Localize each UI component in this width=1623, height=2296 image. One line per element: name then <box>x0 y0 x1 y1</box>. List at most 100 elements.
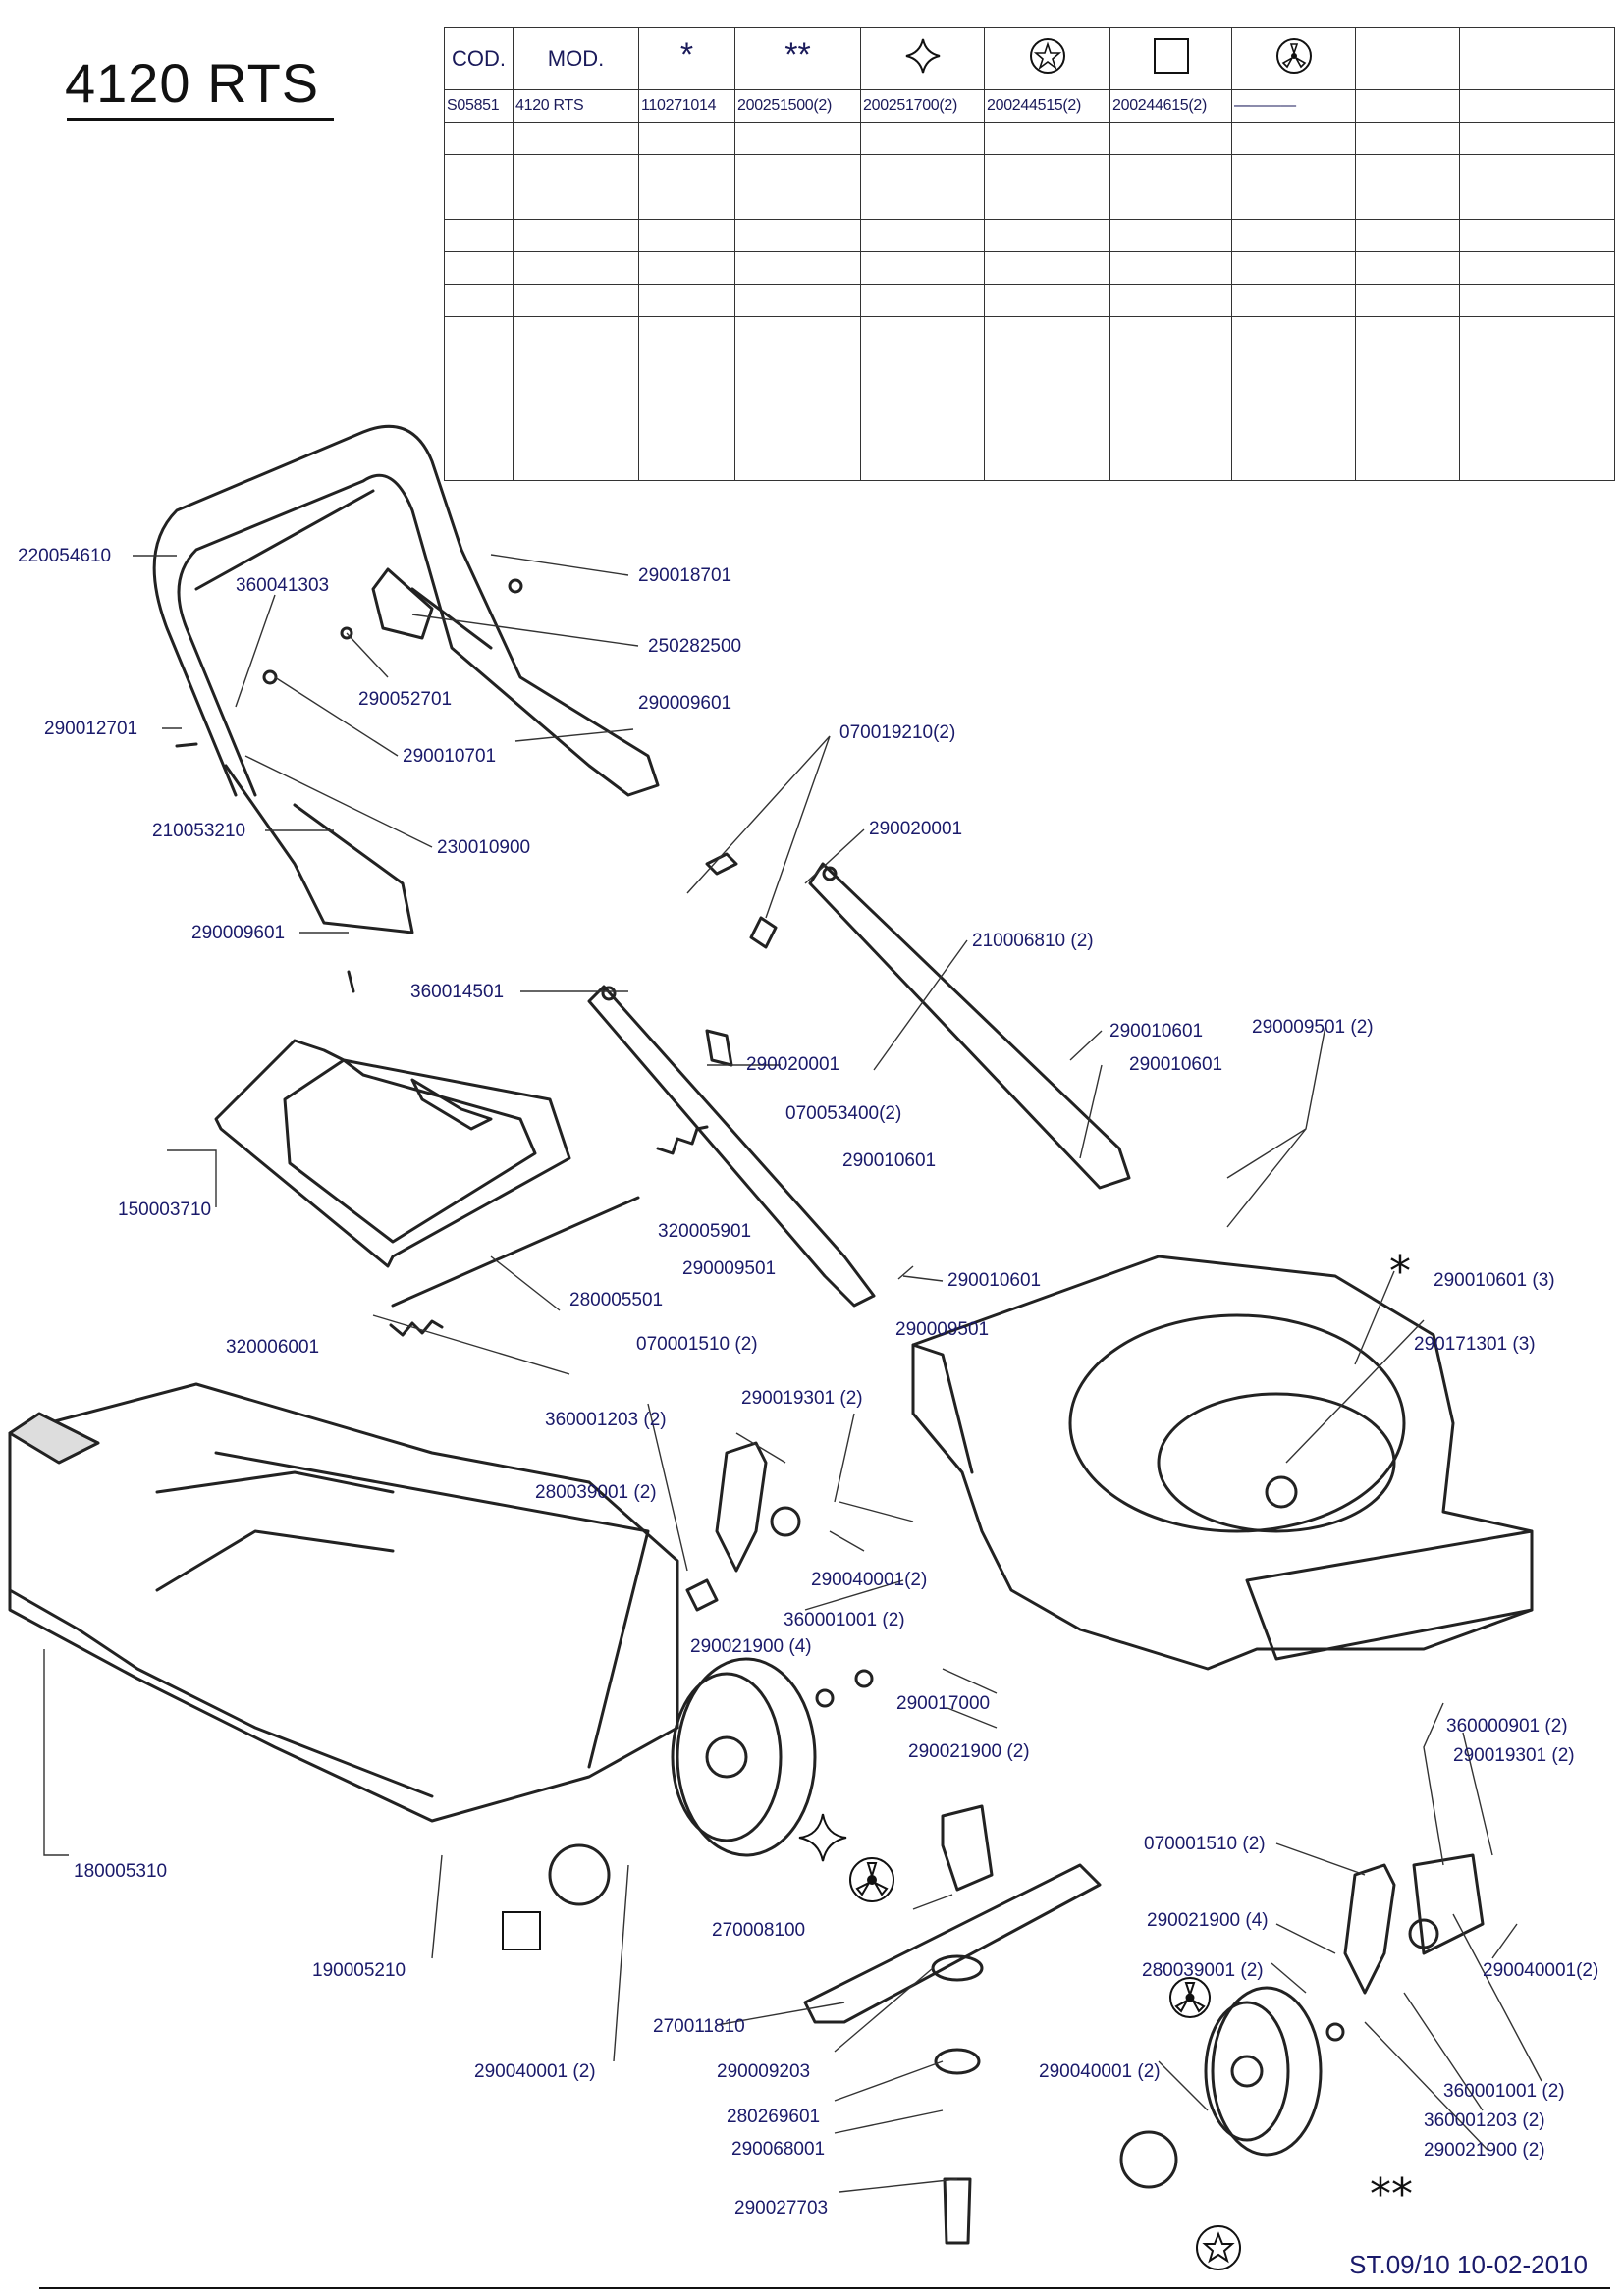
header-cod: COD. <box>444 27 514 90</box>
part-label: 150003710 <box>118 1200 211 1220</box>
part-label: 360000901 (2) <box>1446 1716 1568 1736</box>
page-title: 4120 RTS <box>65 52 320 114</box>
part-label: 290027703 <box>734 2198 828 2218</box>
part-label: 290010601 <box>1109 1021 1203 1041</box>
blade-adapter <box>941 1804 994 1892</box>
part-label: 250282500 <box>648 636 741 657</box>
part-label: 290010701 <box>403 746 496 767</box>
part-label: 290009501 <box>895 1319 989 1340</box>
part-label: 290040001 (2) <box>1039 2061 1161 2082</box>
table-row: S05851 4120 RTS 110271014 200251500(2) 2… <box>444 88 1615 123</box>
table-row <box>444 315 1615 482</box>
part-label: 070053400(2) <box>785 1103 901 1124</box>
table-row <box>444 121 1615 155</box>
star-knob <box>749 916 778 949</box>
table-row <box>444 283 1615 317</box>
double-star-marker: ** <box>1370 2169 1413 2219</box>
blade <box>803 1804 1102 2245</box>
mower-deck <box>911 1255 1534 1671</box>
cell-single-star: 110271014 <box>638 88 735 123</box>
part-label: 290009501 <box>682 1258 776 1279</box>
footer-code: ST.09/10 10-02-2010 <box>1349 2250 1588 2279</box>
circled-tri-icon <box>1169 1977 1211 2018</box>
circled-star-icon <box>984 27 1110 90</box>
title-underline <box>67 118 334 121</box>
footer-rule <box>39 2287 1610 2289</box>
part-label: 070019210(2) <box>839 722 955 743</box>
part-label: 290018701 <box>638 565 731 586</box>
grass-bag <box>8 1382 679 1823</box>
part-labels: 220054610 360041303 290018701 250282500 … <box>18 546 1598 2218</box>
part-label: 360001001 (2) <box>1443 2081 1565 2102</box>
cell-double-star: 200251500(2) <box>734 88 861 123</box>
part-label: 270008100 <box>712 1920 805 1941</box>
part-label: 280269601 <box>727 2107 820 2127</box>
part-label: 290010601 (3) <box>1434 1270 1555 1291</box>
part-label: 070001510 (2) <box>636 1334 758 1355</box>
cell-empty-1 <box>1355 88 1460 123</box>
part-label: 290012701 <box>44 719 137 739</box>
part-label: 320006001 <box>226 1337 319 1358</box>
part-label: 290021900 (4) <box>1147 1910 1269 1931</box>
part-label: 070001510 (2) <box>1144 1834 1266 1854</box>
hub-cap-right <box>1119 2130 1178 2189</box>
part-label: 220054610 <box>18 546 111 566</box>
single-star-marker: * <box>1389 1247 1411 1297</box>
part-label: 290020001 <box>869 819 962 839</box>
handle-lower <box>587 862 1131 1308</box>
header-single-star: * <box>638 27 735 90</box>
part-label: 290017000 <box>896 1693 990 1714</box>
part-label: 290009601 <box>191 923 285 943</box>
circled-tri-icon <box>849 1857 894 1902</box>
part-label: 230010900 <box>437 837 530 858</box>
part-label: 290009601 <box>638 693 731 714</box>
part-label: 360014501 <box>410 982 504 1002</box>
part-label: 270011810 <box>653 2016 745 2037</box>
part-label: 290040001 (2) <box>474 2061 596 2082</box>
circled-star-icon <box>1196 2225 1241 2270</box>
cell-cod: S05851 <box>444 88 514 123</box>
part-label: 280039001 (2) <box>535 1482 657 1503</box>
part-label: 280005501 <box>569 1290 663 1310</box>
part-label: 320005901 <box>658 1221 751 1242</box>
handle-upper <box>152 424 660 934</box>
part-label: 290009501 (2) <box>1252 1017 1374 1038</box>
cell-diamond-star: 200251700(2) <box>860 88 985 123</box>
part-label: 210053210 <box>152 821 245 841</box>
cell-square: 200244615(2) <box>1109 88 1232 123</box>
part-label: 290021900 (2) <box>1424 2140 1545 2161</box>
part-label: 290019301 (2) <box>1453 1745 1575 1766</box>
part-label: 290009203 <box>717 2061 810 2082</box>
square-icon <box>502 1911 541 1950</box>
table-row <box>444 250 1615 285</box>
part-label: 180005310 <box>74 1861 167 1882</box>
square-icon <box>1109 27 1232 90</box>
cell-circled-star: 200244515(2) <box>984 88 1110 123</box>
parts-table: COD. MOD. * ** S05851 4120 RTS 110271014… <box>444 27 1615 482</box>
part-label: 360041303 <box>236 575 329 596</box>
spring-upper <box>656 1125 709 1155</box>
wheel-right <box>1204 1986 1345 2157</box>
part-label: 210006810 (2) <box>972 931 1094 951</box>
height-adjuster-left <box>685 1441 801 1612</box>
wing-knob <box>705 852 738 876</box>
part-label: 290171301 (3) <box>1414 1334 1536 1355</box>
part-label: 290020001 <box>746 1054 839 1075</box>
part-label: 360001203 (2) <box>1424 2110 1545 2131</box>
height-adjuster-right <box>1343 1853 1485 1995</box>
part-label: 290052701 <box>358 689 452 710</box>
part-label: 290021900 (4) <box>690 1636 812 1657</box>
part-label: 290040001(2) <box>1483 1960 1598 1981</box>
wheel-left <box>671 1657 874 1857</box>
part-label: 360001001 (2) <box>784 1610 905 1630</box>
table-header-row: COD. MOD. * ** <box>444 27 1615 90</box>
part-label: 280039001 (2) <box>1142 1960 1264 1981</box>
part-label: 290040001(2) <box>811 1570 927 1590</box>
axle-rod <box>391 1196 640 1308</box>
deflector <box>214 1039 571 1268</box>
part-label: 290019301 (2) <box>741 1388 863 1409</box>
part-label: 290010601 <box>1129 1054 1222 1075</box>
part-label: 290021900 (2) <box>908 1741 1030 1762</box>
header-empty-2 <box>1459 27 1615 90</box>
